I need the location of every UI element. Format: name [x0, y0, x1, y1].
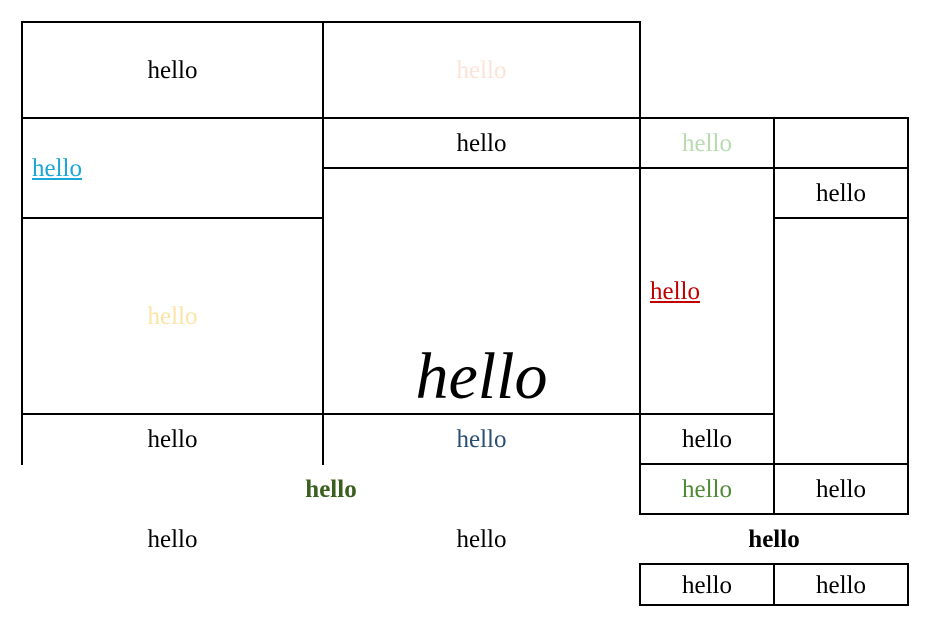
table-cell: hello: [682, 475, 732, 503]
grid-line: [21, 217, 324, 219]
link-cell[interactable]: hello: [650, 277, 700, 305]
grid-line: [322, 21, 324, 465]
grid-line: [21, 413, 775, 415]
table-cell: hello: [682, 129, 732, 157]
large-italic-cell: hello: [415, 340, 548, 413]
table-cell: hello: [147, 525, 198, 553]
table-cell: hello: [147, 56, 198, 84]
table-cell: hello: [816, 571, 866, 599]
grid-line: [907, 563, 909, 606]
table-cell: hello: [456, 425, 507, 453]
grid-line: [907, 117, 909, 515]
table-cell: hello: [456, 129, 507, 157]
table-cell: hello: [748, 525, 800, 553]
grid-line: [773, 117, 775, 515]
table-cell: hello: [305, 475, 357, 503]
grid-line: [639, 21, 641, 515]
table-cell: hello: [816, 179, 866, 207]
table-cell: hello: [147, 425, 198, 453]
grid-line: [773, 217, 909, 219]
table-cell: hello: [147, 302, 198, 330]
grid-line: [21, 21, 23, 465]
grid-line: [21, 21, 641, 23]
table-cell: hello: [456, 56, 507, 84]
grid-line: [21, 117, 909, 119]
grid-line: [639, 563, 641, 606]
grid-line: [322, 167, 909, 169]
table-cell: hello: [682, 571, 732, 599]
table-cell: hello: [456, 525, 507, 553]
table-cell: hello: [682, 425, 732, 453]
grid-line: [773, 563, 775, 606]
link-cell[interactable]: hello: [32, 154, 82, 182]
table-cell: hello: [816, 475, 866, 503]
